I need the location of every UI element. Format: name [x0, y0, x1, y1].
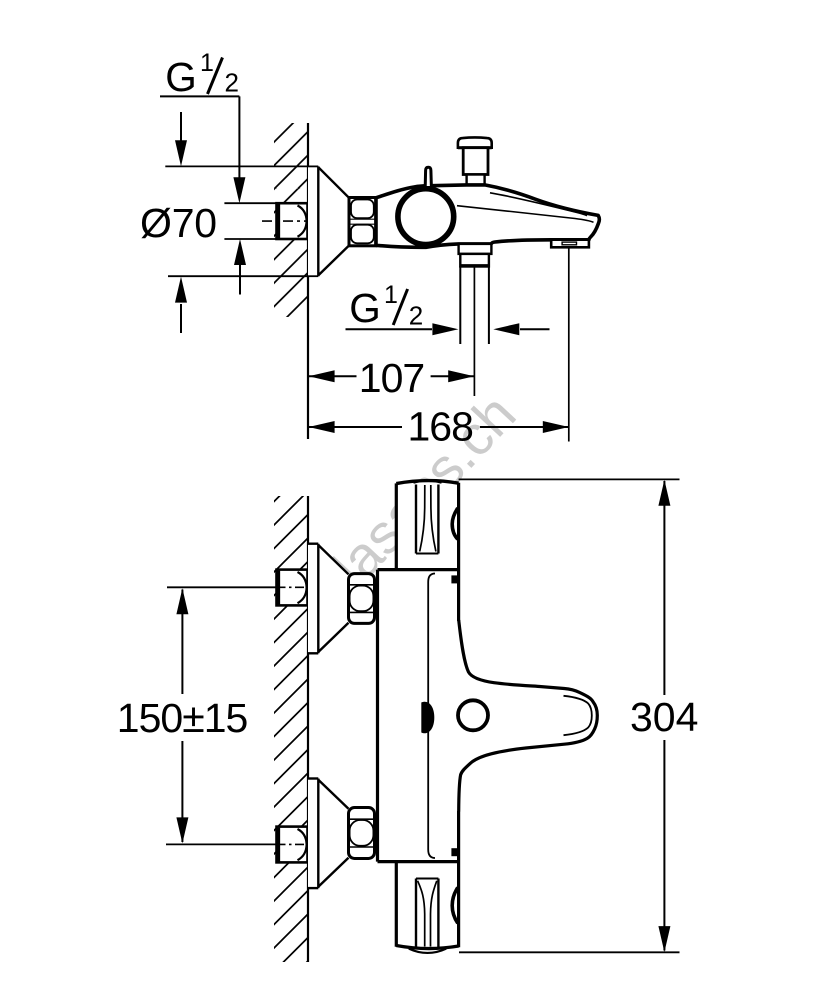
svg-text:G: G: [165, 54, 197, 100]
svg-text:1: 1: [200, 49, 214, 77]
svg-text:Ø70: Ø70: [140, 200, 217, 246]
svg-text:1: 1: [384, 281, 398, 309]
svg-text:168: 168: [408, 403, 474, 449]
svg-text:2: 2: [409, 301, 423, 331]
svg-text:304: 304: [630, 694, 698, 740]
svg-text:2: 2: [225, 67, 239, 97]
svg-text:107: 107: [359, 355, 424, 401]
svg-text:150±15: 150±15: [117, 695, 248, 741]
svg-text:G: G: [349, 285, 381, 331]
